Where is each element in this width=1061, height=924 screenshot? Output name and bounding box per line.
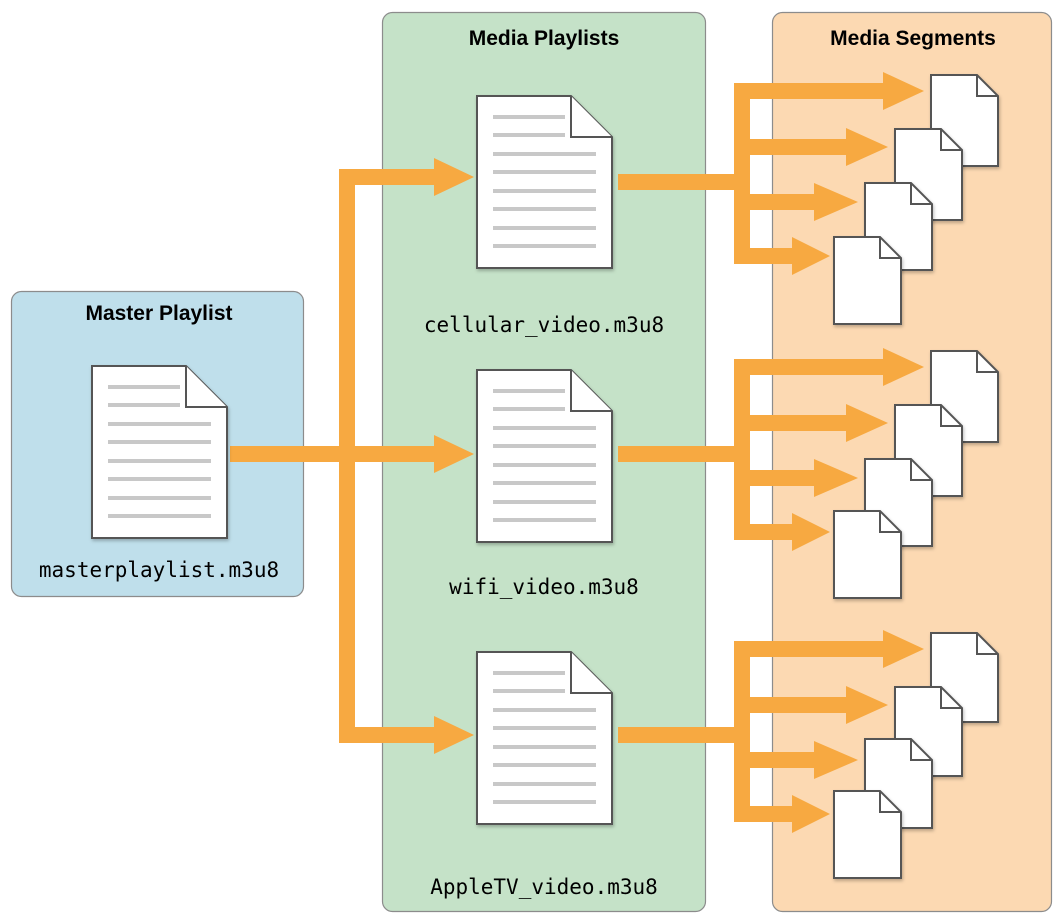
media-playlists-title: Media Playlists — [469, 27, 620, 50]
segment-files-wifi — [833, 350, 999, 599]
cellular-playlist-document-icon — [476, 95, 613, 269]
master-to-media-arrows — [230, 158, 474, 754]
wifi-playlist-document-icon — [476, 369, 613, 543]
appletv-playlist-document-icon — [476, 651, 613, 825]
wifi-playlist-filename: wifi_video.m3u8 — [449, 575, 639, 599]
segment-arrows-wifi — [618, 348, 924, 551]
master-playlist-document-icon — [91, 365, 228, 539]
segment-file-icon — [833, 236, 902, 325]
segment-file-icon — [833, 510, 902, 599]
master-playlist-title: Master Playlist — [85, 302, 232, 325]
cellular-playlist-filename: cellular_video.m3u8 — [424, 313, 664, 337]
segment-files-appletv — [833, 632, 999, 879]
segment-arrows-appletv — [618, 630, 924, 833]
master-playlist-filename: masterplaylist.m3u8 — [39, 558, 279, 582]
appletv-playlist-filename: AppleTV_video.m3u8 — [430, 875, 658, 899]
segment-arrows-cellular — [618, 72, 924, 275]
segment-files-cellular — [833, 74, 999, 325]
segment-file-icon — [833, 790, 902, 879]
media-segments-title: Media Segments — [830, 27, 996, 50]
